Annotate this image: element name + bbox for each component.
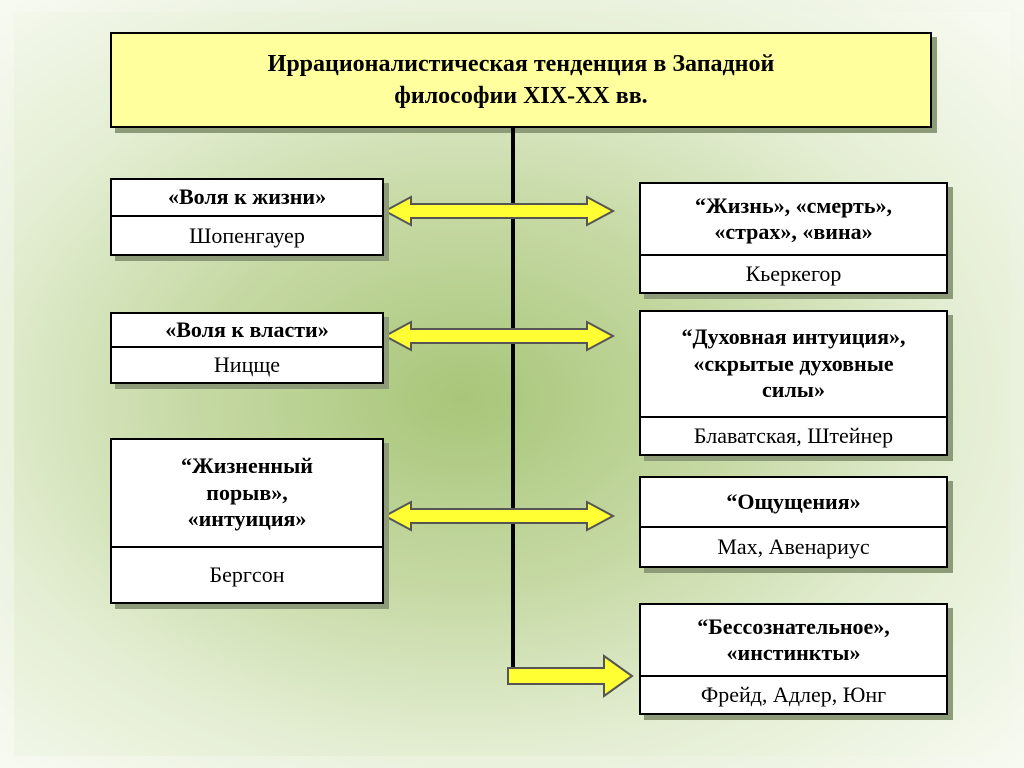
concept-box-kierkegaard: “Жизнь», «смерть», «страх», «вина» Кьерк… — [639, 182, 948, 294]
concept-title: “Жизненный порыв», «интуиция» — [112, 440, 382, 548]
single-arrow-freud — [507, 654, 634, 698]
concept-box-schopenhauer: «Воля к жизни» Шопенгауер — [110, 178, 384, 256]
philosopher-name: Блаватская, Штейнер — [693, 423, 894, 448]
philosopher-name: Фрейд, Адлер, Юнг — [700, 682, 887, 707]
concept-line: «страх», «вина» — [714, 219, 873, 244]
concept-title: “Ощущения» — [641, 478, 946, 528]
concept-line: “Духовная интуиция», — [681, 324, 906, 350]
double-arrow-3 — [384, 501, 614, 531]
title-line-2: философии XIX-XX вв. — [394, 83, 648, 109]
concept-box-blavatsky: “Духовная интуиция», «скрытые духовные с… — [639, 310, 948, 456]
concept-title: «Воля к жизни» — [112, 180, 382, 217]
concept-line: “Бессознательное», — [697, 613, 890, 639]
philosopher-name: Кьеркегор — [745, 261, 842, 286]
double-arrow-2 — [384, 321, 614, 351]
concept-line: “Жизнь», «смерть», — [695, 192, 892, 218]
concept-box-mach: “Ощущения» Мах, Авенариус — [639, 476, 948, 568]
concept-line: «инстинкты» — [726, 640, 861, 665]
philosopher-name: Шопенгауер — [189, 222, 305, 248]
double-arrow-1 — [384, 196, 614, 226]
concept-title: “Жизнь», «смерть», «страх», «вина» — [641, 184, 946, 256]
concept-box-bergson: “Жизненный порыв», «интуиция» Бергсон — [110, 438, 384, 604]
central-connector-line — [511, 128, 515, 676]
philosopher-name: Мах, Авенариус — [717, 534, 870, 559]
philosopher-name: Ницще — [213, 352, 281, 377]
concept-line: силы» — [762, 377, 825, 403]
title-line-1: Иррационалистическая тенденция в Западно… — [267, 50, 775, 77]
concept-line: «интуиция» — [187, 506, 307, 532]
diagram-title: Иррационалистическая тенденция в Западно… — [110, 32, 932, 128]
concept-box-freud: “Бессознательное», «инстинкты» Фрейд, Ад… — [639, 603, 948, 715]
concept-line: «скрытые духовные — [693, 350, 894, 376]
concept-title: «Воля к власти» — [112, 314, 382, 348]
concept-title: “Бессознательное», «инстинкты» — [641, 605, 946, 677]
concept-line: “Жизненный — [181, 453, 313, 479]
concept-box-nietzsche: «Воля к власти» Ницще — [110, 312, 384, 384]
concept-line: порыв», — [206, 479, 288, 505]
concept-title: “Духовная интуиция», «скрытые духовные с… — [641, 312, 946, 418]
philosopher-name: Бергсон — [209, 562, 285, 587]
